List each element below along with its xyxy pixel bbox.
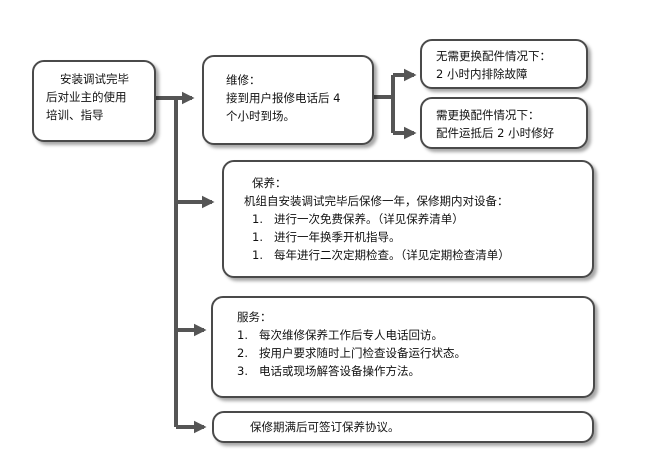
service-title: 服务： (237, 310, 272, 324)
service-item-1: 1.每次维修保养工作后专人电话回访。 (237, 328, 443, 342)
no-parts-box: 无需更换配件情况下： 2 小时内排除故障 (420, 39, 588, 89)
maintenance-box: 保养： 机组自安装调试完毕后保修一年，保修期内对设备： 1.进行一次免费保养。（… (222, 160, 594, 278)
no-parts-title: 无需更换配件情况下： (436, 49, 551, 63)
repair-fork-line (373, 75, 395, 133)
no-parts-text: 2 小时内排除故障 (436, 67, 528, 81)
start-line-2: 后对业主的使用 (46, 90, 127, 104)
parts-box: 需更换配件情况下： 配件运抵后 2 小时修好 (420, 97, 588, 149)
repair-box: 维修： 接到用户报修电话后 4 个小时到场。 (202, 55, 374, 145)
contract-box: 保修期满后可签订保养协议。 (212, 411, 594, 443)
repair-line-2: 个小时到场。 (226, 109, 295, 123)
repair-title: 维修： (226, 73, 261, 87)
service-item-3: 3.电话或现场解答设备操作方法。 (237, 364, 420, 378)
service-box: 服务： 1.每次维修保养工作后专人电话回访。 2.按用户要求随时上门检查设备运行… (211, 296, 595, 398)
maintenance-item-3: 1.每年进行二次定期检查。（详见定期检查清单） (252, 248, 510, 262)
parts-title: 需更换配件情况下： (436, 108, 540, 122)
repair-line-1: 接到用户报修电话后 4 (226, 91, 341, 105)
start-box: 安装调试完毕 后对业主的使用 培训、指导 (32, 60, 156, 142)
maintenance-item-1: 1.进行一次免费保养。（详见保养清单） (252, 212, 464, 226)
start-line-1: 安装调试完毕 (60, 72, 129, 86)
parts-text: 配件运抵后 2 小时修好 (436, 126, 555, 140)
maintenance-title: 保养： (252, 176, 287, 190)
maintenance-item-2: 1.进行一年换季开机指导。 (252, 230, 401, 244)
service-item-2: 2.按用户要求随时上门检查设备运行状态。 (237, 346, 466, 360)
contract-text: 保修期满后可签订保养协议。 (250, 420, 400, 434)
maintenance-intro: 机组自安装调试完毕后保修一年，保修期内对设备： (244, 194, 509, 208)
start-line-3: 培训、指导 (46, 108, 104, 122)
